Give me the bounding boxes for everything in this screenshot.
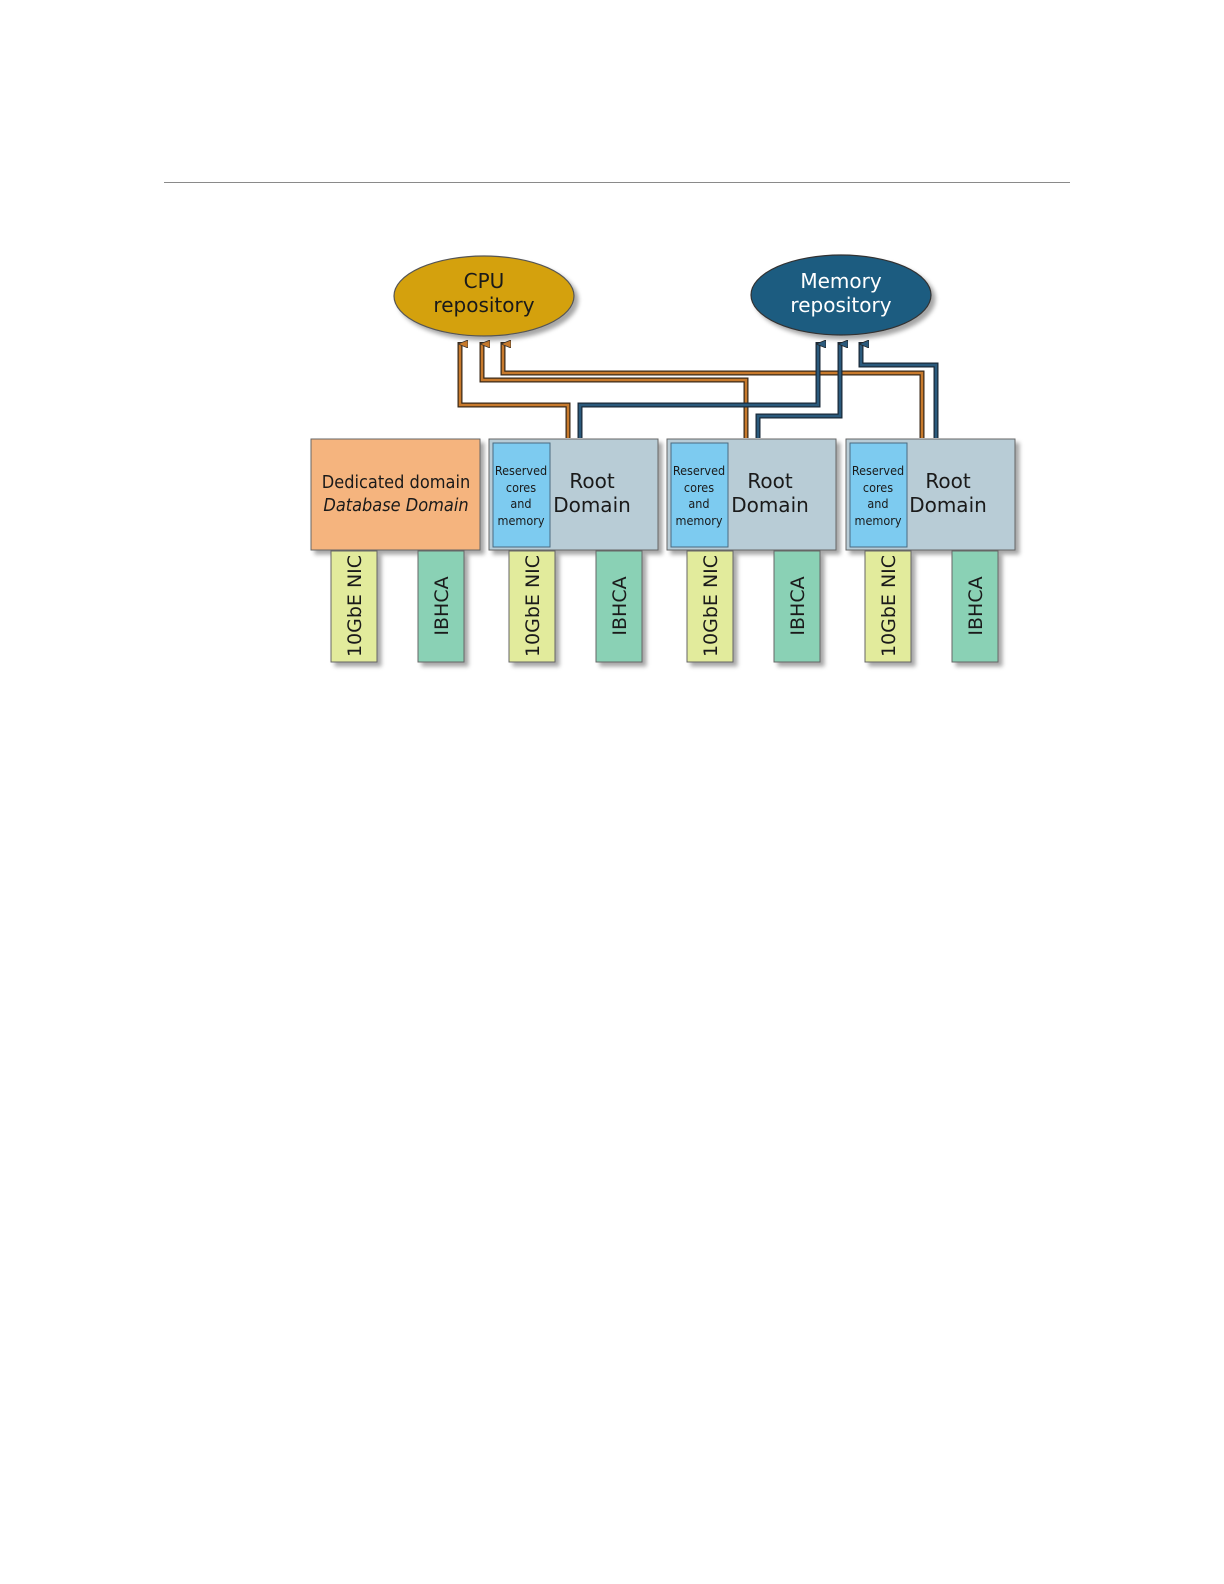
nic-card-label: 10GbE NIC [700,555,722,657]
dedicated-domain: Dedicated domain Database Domain [311,439,480,550]
nic-card-label: 10GbE NIC [344,555,366,657]
nic-card-3: 10GbE NIC [687,551,733,662]
reserved-label: Reserved [852,463,904,478]
root-domain-1: Reserved cores and memory Root Domain [489,439,658,550]
memory-wires [580,342,936,438]
hca-card-label: IBHCA [787,576,809,635]
hca-card-3: IBHCA [774,551,820,662]
cpu-wires [460,342,922,438]
memory-repository: Memory repository [751,255,931,335]
root-domain-subtitle: Domain [553,493,631,517]
hca-card-2: IBHCA [596,551,642,662]
reserved-label: Reserved [673,463,725,478]
reserved-label: and [867,496,888,511]
hca-card-4: IBHCA [952,551,998,662]
cpu-wire-1 [460,344,568,438]
root-domain-3: Reserved cores and memory Root Domain [846,439,1015,550]
nic-card-label: 10GbE NIC [878,555,900,657]
root-domain-title: Root [569,469,614,493]
reserved-label: memory [676,513,723,528]
root-domain-subtitle: Domain [731,493,809,517]
cpu-repository: CPU repository [394,256,574,336]
reserved-label: Reserved [495,463,547,478]
memory-wire-2 [758,344,840,438]
hca-card-1: IBHCA [418,551,464,662]
domain-resource-diagram: CPU repository Memory repository Dedicat… [0,0,1224,700]
root-domain-subtitle: Domain [909,493,987,517]
memory-repository-line2: repository [790,293,891,317]
root-domain-2: Reserved cores and memory Root Domain [667,439,836,550]
nic-card-4: 10GbE NIC [865,551,911,662]
memory-wire-1 [580,344,818,438]
reserved-label: cores [506,480,536,495]
nic-card-1: 10GbE NIC [331,551,377,662]
reserved-label: and [510,496,531,511]
hca-card-label: IBHCA [431,576,453,635]
root-domain-title: Root [747,469,792,493]
reserved-label: memory [855,513,902,528]
nic-card-2: 10GbE NIC [509,551,555,662]
memory-repository-line1: Memory [800,269,882,293]
memory-wire-3 [861,344,936,438]
wires [460,342,936,438]
dedicated-domain-title: Dedicated domain [322,472,470,493]
cpu-repository-line1: CPU [464,269,505,293]
hca-card-label: IBHCA [609,576,631,635]
reserved-label: memory [498,513,545,528]
dedicated-domain-subtitle: Database Domain [323,495,468,516]
reserved-label: cores [863,480,893,495]
nic-card-label: 10GbE NIC [522,555,544,657]
root-domain-title: Root [925,469,970,493]
reserved-label: and [688,496,709,511]
reserved-label: cores [684,480,714,495]
hca-card-label: IBHCA [965,576,987,635]
cpu-repository-line2: repository [433,293,534,317]
cpu-wire-2 [482,344,746,438]
